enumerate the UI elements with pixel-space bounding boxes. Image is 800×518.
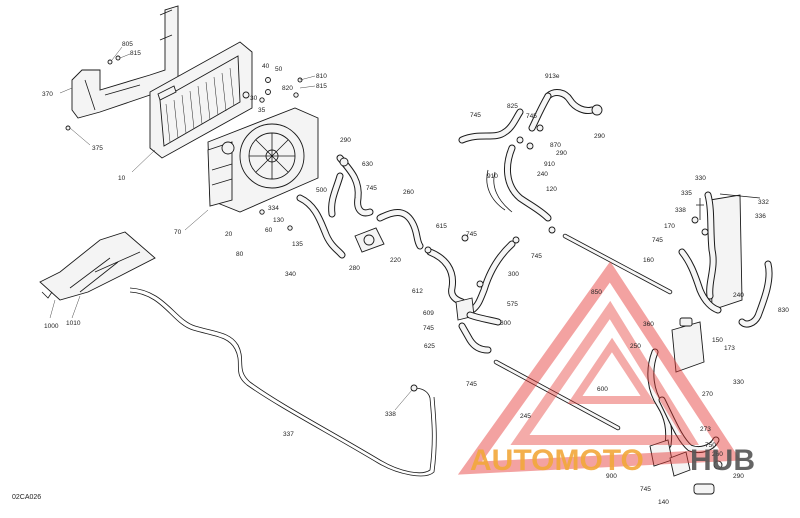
callout-630: 630 <box>362 161 373 168</box>
side-shield <box>39 231 156 301</box>
callout-913e: 913e <box>545 73 560 80</box>
callout-600: 600 <box>597 386 608 393</box>
callout-120: 120 <box>546 186 557 193</box>
callout-360: 360 <box>643 321 654 328</box>
callout-20: 20 <box>225 231 233 238</box>
callout-500: 500 <box>316 187 327 194</box>
callout-173: 173 <box>724 345 735 352</box>
callout-615: 615 <box>436 223 447 230</box>
callout-10: 10 <box>118 175 126 182</box>
diagram-code: 02CA026 <box>12 494 42 501</box>
callout-260b: 260 <box>712 451 723 458</box>
callout-280: 280 <box>349 265 360 272</box>
callout-332: 332 <box>758 199 769 206</box>
callout-250: 250 <box>630 343 641 350</box>
callout-825: 825 <box>507 103 518 110</box>
callout-330b: 330 <box>733 379 744 386</box>
callout-340: 340 <box>285 271 296 278</box>
expansion-assembly <box>678 191 773 328</box>
callout-370: 370 <box>42 91 53 98</box>
callout-150: 150 <box>712 337 723 344</box>
callout-170: 170 <box>664 223 675 230</box>
callout-240b: 240 <box>733 292 744 299</box>
callout-910b: 910 <box>544 161 555 168</box>
callout-830: 830 <box>778 307 789 314</box>
callout-745a: 745 <box>366 185 377 192</box>
callout-910a: 910 <box>487 173 498 180</box>
callout-130: 130 <box>273 217 284 224</box>
coolant-reservoir <box>647 317 723 495</box>
callout-625: 625 <box>424 343 435 350</box>
callout-820: 820 <box>282 85 293 92</box>
hose-group-center <box>296 154 520 354</box>
callout-800: 800 <box>500 320 511 327</box>
callout-375: 375 <box>92 145 103 152</box>
callout-338b: 338 <box>385 411 396 418</box>
callout-609: 609 <box>423 310 434 317</box>
fan-shroud <box>207 107 319 213</box>
callout-750: 750 <box>705 442 716 449</box>
callout-245: 245 <box>520 413 531 420</box>
callout-745i: 745 <box>640 486 651 493</box>
callout-273: 273 <box>700 426 711 433</box>
callout-810: 810 <box>316 73 327 80</box>
watermark-logo <box>457 261 741 475</box>
callout-745h: 745 <box>652 237 663 244</box>
callout-850: 850 <box>591 289 602 296</box>
callout-336: 336 <box>755 213 766 220</box>
callout-290b: 290 <box>594 133 605 140</box>
callout-575: 575 <box>507 301 518 308</box>
radiator <box>149 41 253 159</box>
callout-745g: 745 <box>531 253 542 260</box>
callout-300: 300 <box>508 271 519 278</box>
callout-335: 335 <box>681 190 692 197</box>
callout-1000: 1000 <box>44 323 59 330</box>
callout-805: 805 <box>122 41 133 48</box>
callout-40: 40 <box>262 63 270 70</box>
callout-140: 140 <box>658 499 669 506</box>
fan-hardware <box>259 77 303 231</box>
callout-745c: 745 <box>423 325 434 332</box>
callout-330a: 330 <box>695 175 706 182</box>
callout-220: 220 <box>390 257 401 264</box>
callout-870: 870 <box>550 142 561 149</box>
callout-270: 270 <box>702 391 713 398</box>
callout-900: 900 <box>606 473 617 480</box>
callout-290a: 290 <box>340 137 351 144</box>
callout-745d: 745 <box>466 381 477 388</box>
callout-35: 35 <box>258 107 266 114</box>
callout-334: 334 <box>268 205 279 212</box>
callout-60: 60 <box>265 227 273 234</box>
callout-30: 30 <box>250 95 258 102</box>
overflow-tube <box>129 287 437 477</box>
hose-group-upper-right <box>458 89 603 234</box>
callout-260: 260 <box>403 189 414 196</box>
long-pipes <box>493 233 673 431</box>
callouts: 370 375 805 815 10 40 50 30 35 810 820 8… <box>42 41 789 506</box>
callout-337: 337 <box>283 431 294 438</box>
callout-240a: 240 <box>537 171 548 178</box>
callout-50: 50 <box>275 66 283 73</box>
callout-338: 338 <box>675 207 686 214</box>
callout-815b: 815 <box>316 83 327 90</box>
callout-745b: 745 <box>466 231 477 238</box>
callout-290d: 290 <box>733 473 744 480</box>
callout-612: 612 <box>412 288 423 295</box>
callout-815a: 815 <box>130 50 141 57</box>
callout-70: 70 <box>174 229 182 236</box>
callout-160: 160 <box>643 257 654 264</box>
callout-290c: 290 <box>556 150 567 157</box>
callout-745e: 745 <box>470 112 481 119</box>
callout-745f: 745 <box>526 113 537 120</box>
callout-80: 80 <box>236 251 244 258</box>
callout-1010: 1010 <box>66 320 81 327</box>
callout-135: 135 <box>292 241 303 248</box>
